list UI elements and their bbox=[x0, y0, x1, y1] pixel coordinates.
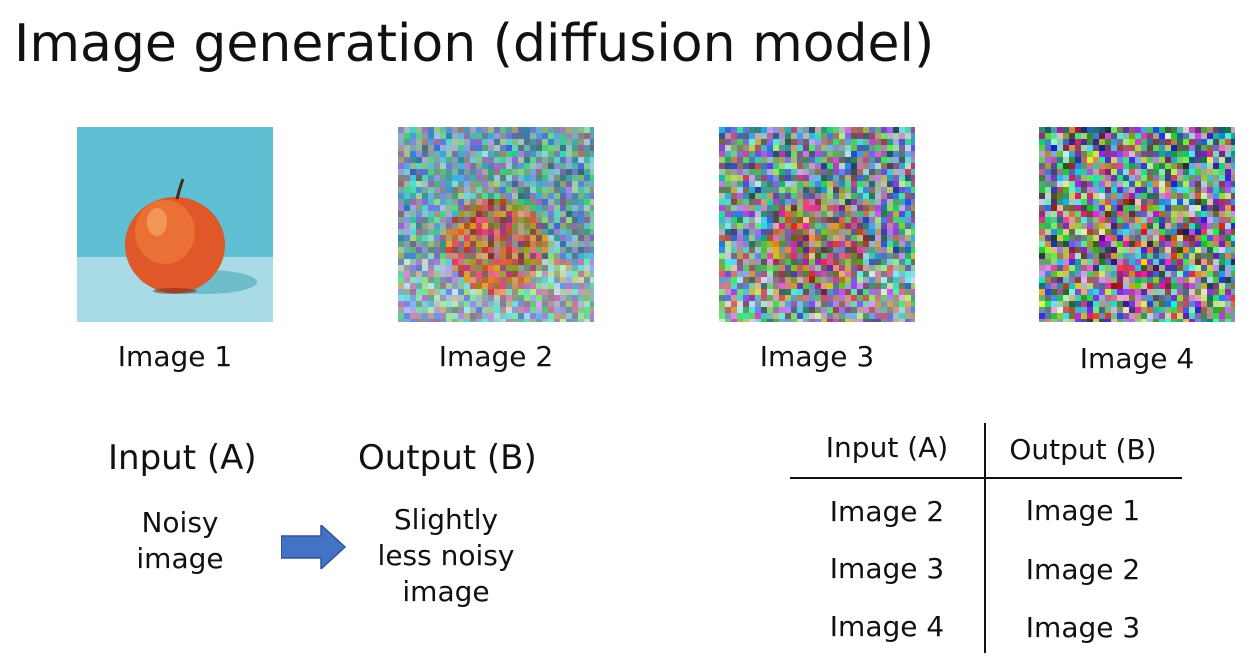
apple-image-noisy bbox=[398, 127, 594, 322]
output-heading: Output (B) bbox=[358, 438, 537, 478]
image-3-caption: Image 3 bbox=[759, 340, 875, 373]
pure-noise-image bbox=[1039, 127, 1235, 322]
output-desc-line: Slightly bbox=[393, 503, 499, 536]
table-cell: Image 3 bbox=[829, 552, 945, 585]
image-4-caption: Image 4 bbox=[1079, 342, 1195, 375]
output-description: Slightly less noisy image bbox=[356, 502, 536, 610]
image-1-thumbnail bbox=[77, 127, 273, 322]
input-desc-line: image bbox=[136, 542, 224, 575]
table-header-input: Input (A) bbox=[825, 431, 949, 464]
table-divider-vertical bbox=[984, 423, 986, 653]
apple-image-noisier bbox=[719, 127, 915, 322]
table-cell: Image 4 bbox=[829, 610, 945, 643]
right-arrow-icon bbox=[280, 523, 347, 573]
table-divider-horizontal bbox=[790, 477, 1182, 479]
training-pairs-table: Input (A) Output (B) Image 2 Image 1 Ima… bbox=[790, 423, 1182, 653]
input-desc-line: Noisy bbox=[141, 506, 219, 539]
table-header-output: Output (B) bbox=[1009, 433, 1157, 466]
input-heading: Input (A) bbox=[108, 438, 257, 478]
table-cell: Image 2 bbox=[1025, 553, 1141, 586]
image-4-thumbnail bbox=[1039, 127, 1235, 322]
output-desc-line: image bbox=[402, 575, 490, 608]
table-cell: Image 2 bbox=[829, 495, 945, 528]
output-desc-line: less noisy bbox=[377, 539, 515, 572]
image-3-thumbnail bbox=[719, 127, 915, 322]
table-cell: Image 3 bbox=[1025, 611, 1141, 644]
slide-title: Image generation (diffusion model) bbox=[14, 14, 935, 74]
image-2-caption: Image 2 bbox=[438, 340, 554, 373]
image-2-thumbnail bbox=[398, 127, 594, 322]
table-cell: Image 1 bbox=[1025, 494, 1141, 527]
input-description: Noisy image bbox=[100, 505, 260, 577]
image-1-caption: Image 1 bbox=[117, 340, 233, 373]
apple-image-clean bbox=[77, 127, 273, 322]
